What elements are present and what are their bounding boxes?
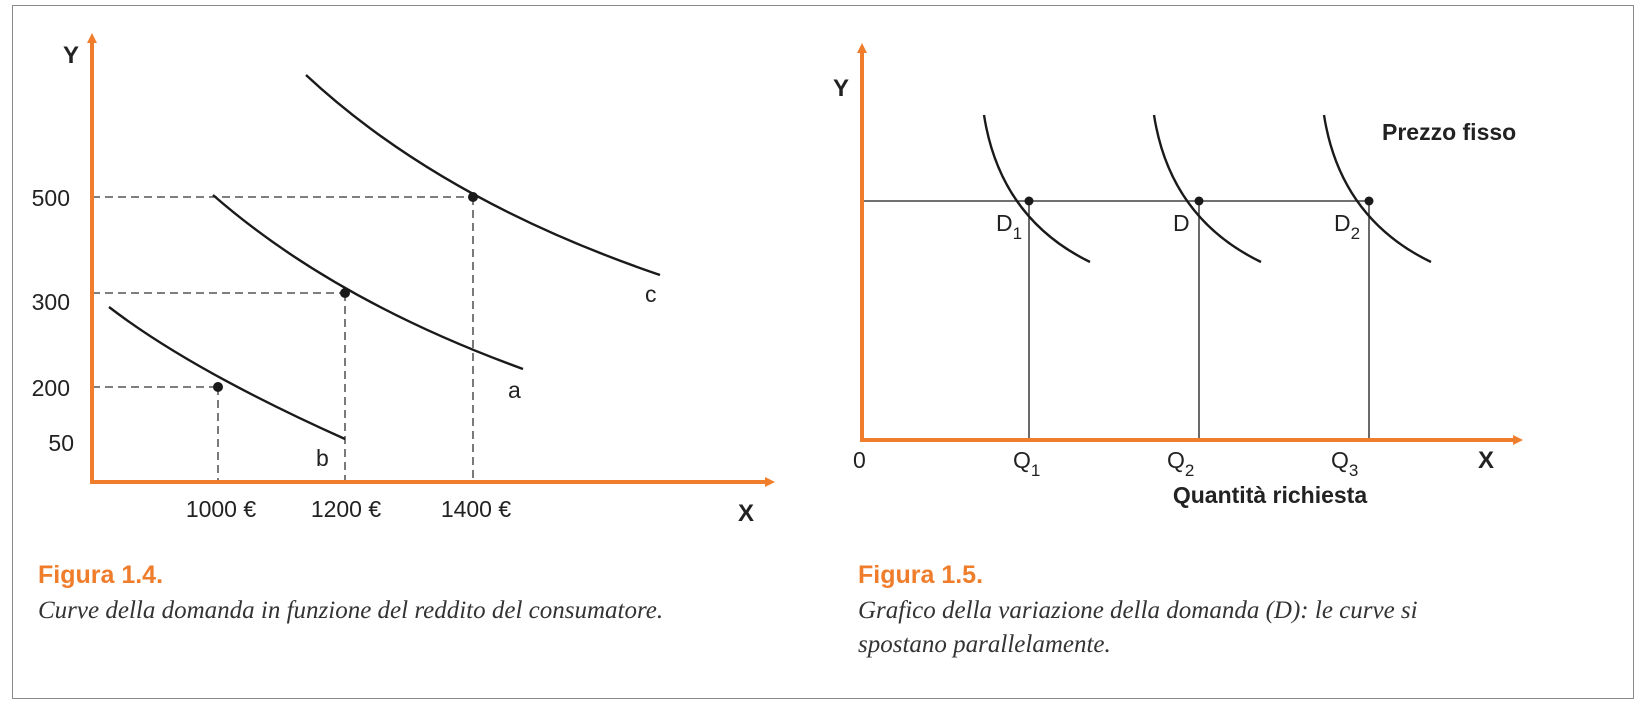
x-axis-label-right: X (1478, 447, 1494, 474)
y-tick-300: 300 (32, 289, 70, 315)
curve-a (212, 194, 524, 371)
figure-1-4-title: Figura 1.4. (38, 561, 164, 589)
y-tick-50: 50 (48, 430, 74, 456)
figure-1-4-chart: Y X 500 300 200 50 1000 € 1200 € 1400 € … (32, 33, 775, 527)
demand-curve-d (1152, 114, 1262, 264)
figure-1-4-caption: Curve della domanda in funzione del redd… (38, 597, 664, 624)
quantity-label-q3-sub: 3 (1349, 461, 1358, 480)
origin-label: 0 (853, 447, 866, 473)
demand-label-d2-sub: 2 (1351, 224, 1360, 243)
point-d (1194, 196, 1204, 206)
curve-label-c: c (645, 281, 657, 307)
figure-frame (12, 5, 1634, 699)
demand-label-d: D (1173, 210, 1190, 236)
curve-label-b: b (316, 445, 329, 471)
x-tick-1000: 1000 € (186, 496, 257, 522)
figure-1-5-title: Figura 1.5. (858, 561, 984, 589)
x-axis-label: X (738, 500, 754, 527)
point-c (468, 192, 478, 202)
demand-curve-d2 (1322, 114, 1432, 264)
demand-label-d2: D2 (1334, 210, 1360, 243)
figure-1-5-chart: Y X 0 Prezzo fisso D1 D D2 Q1 Q2 Q3 Quan… (833, 43, 1523, 508)
figure-1-5-caption-line2: spostano parallelamente. (858, 631, 1111, 658)
quantity-label-q2: Q2 (1167, 447, 1194, 480)
y-tick-200: 200 (32, 375, 70, 401)
quantity-axis-title: Quantità richiesta (1173, 482, 1367, 508)
curve-b (108, 306, 346, 441)
x-tick-1400: 1400 € (441, 496, 512, 522)
y-axis-label: Y (63, 42, 79, 69)
demand-label-d1-sub: 1 (1013, 224, 1022, 243)
point-a (340, 288, 350, 298)
price-fixed-label: Prezzo fisso (1382, 119, 1516, 145)
quantity-label-q2-sub: 2 (1185, 461, 1194, 480)
demand-curve-d1 (982, 114, 1091, 264)
quantity-label-q1-sub: 1 (1031, 461, 1040, 480)
quantity-label-q1: Q1 (1013, 447, 1040, 480)
y-axis-label-right: Y (833, 75, 849, 102)
curve-c (305, 74, 661, 277)
demand-label-d1: D1 (996, 210, 1022, 243)
x-tick-1200: 1200 € (311, 496, 382, 522)
quantity-label-q3: Q3 (1331, 447, 1358, 480)
point-d2 (1364, 196, 1374, 206)
point-d1 (1024, 196, 1034, 206)
curve-label-a: a (508, 377, 521, 403)
point-b (213, 382, 223, 392)
y-tick-500: 500 (32, 185, 70, 211)
figure-1-5-caption-line1: Grafico della variazione della domanda (… (858, 597, 1418, 624)
